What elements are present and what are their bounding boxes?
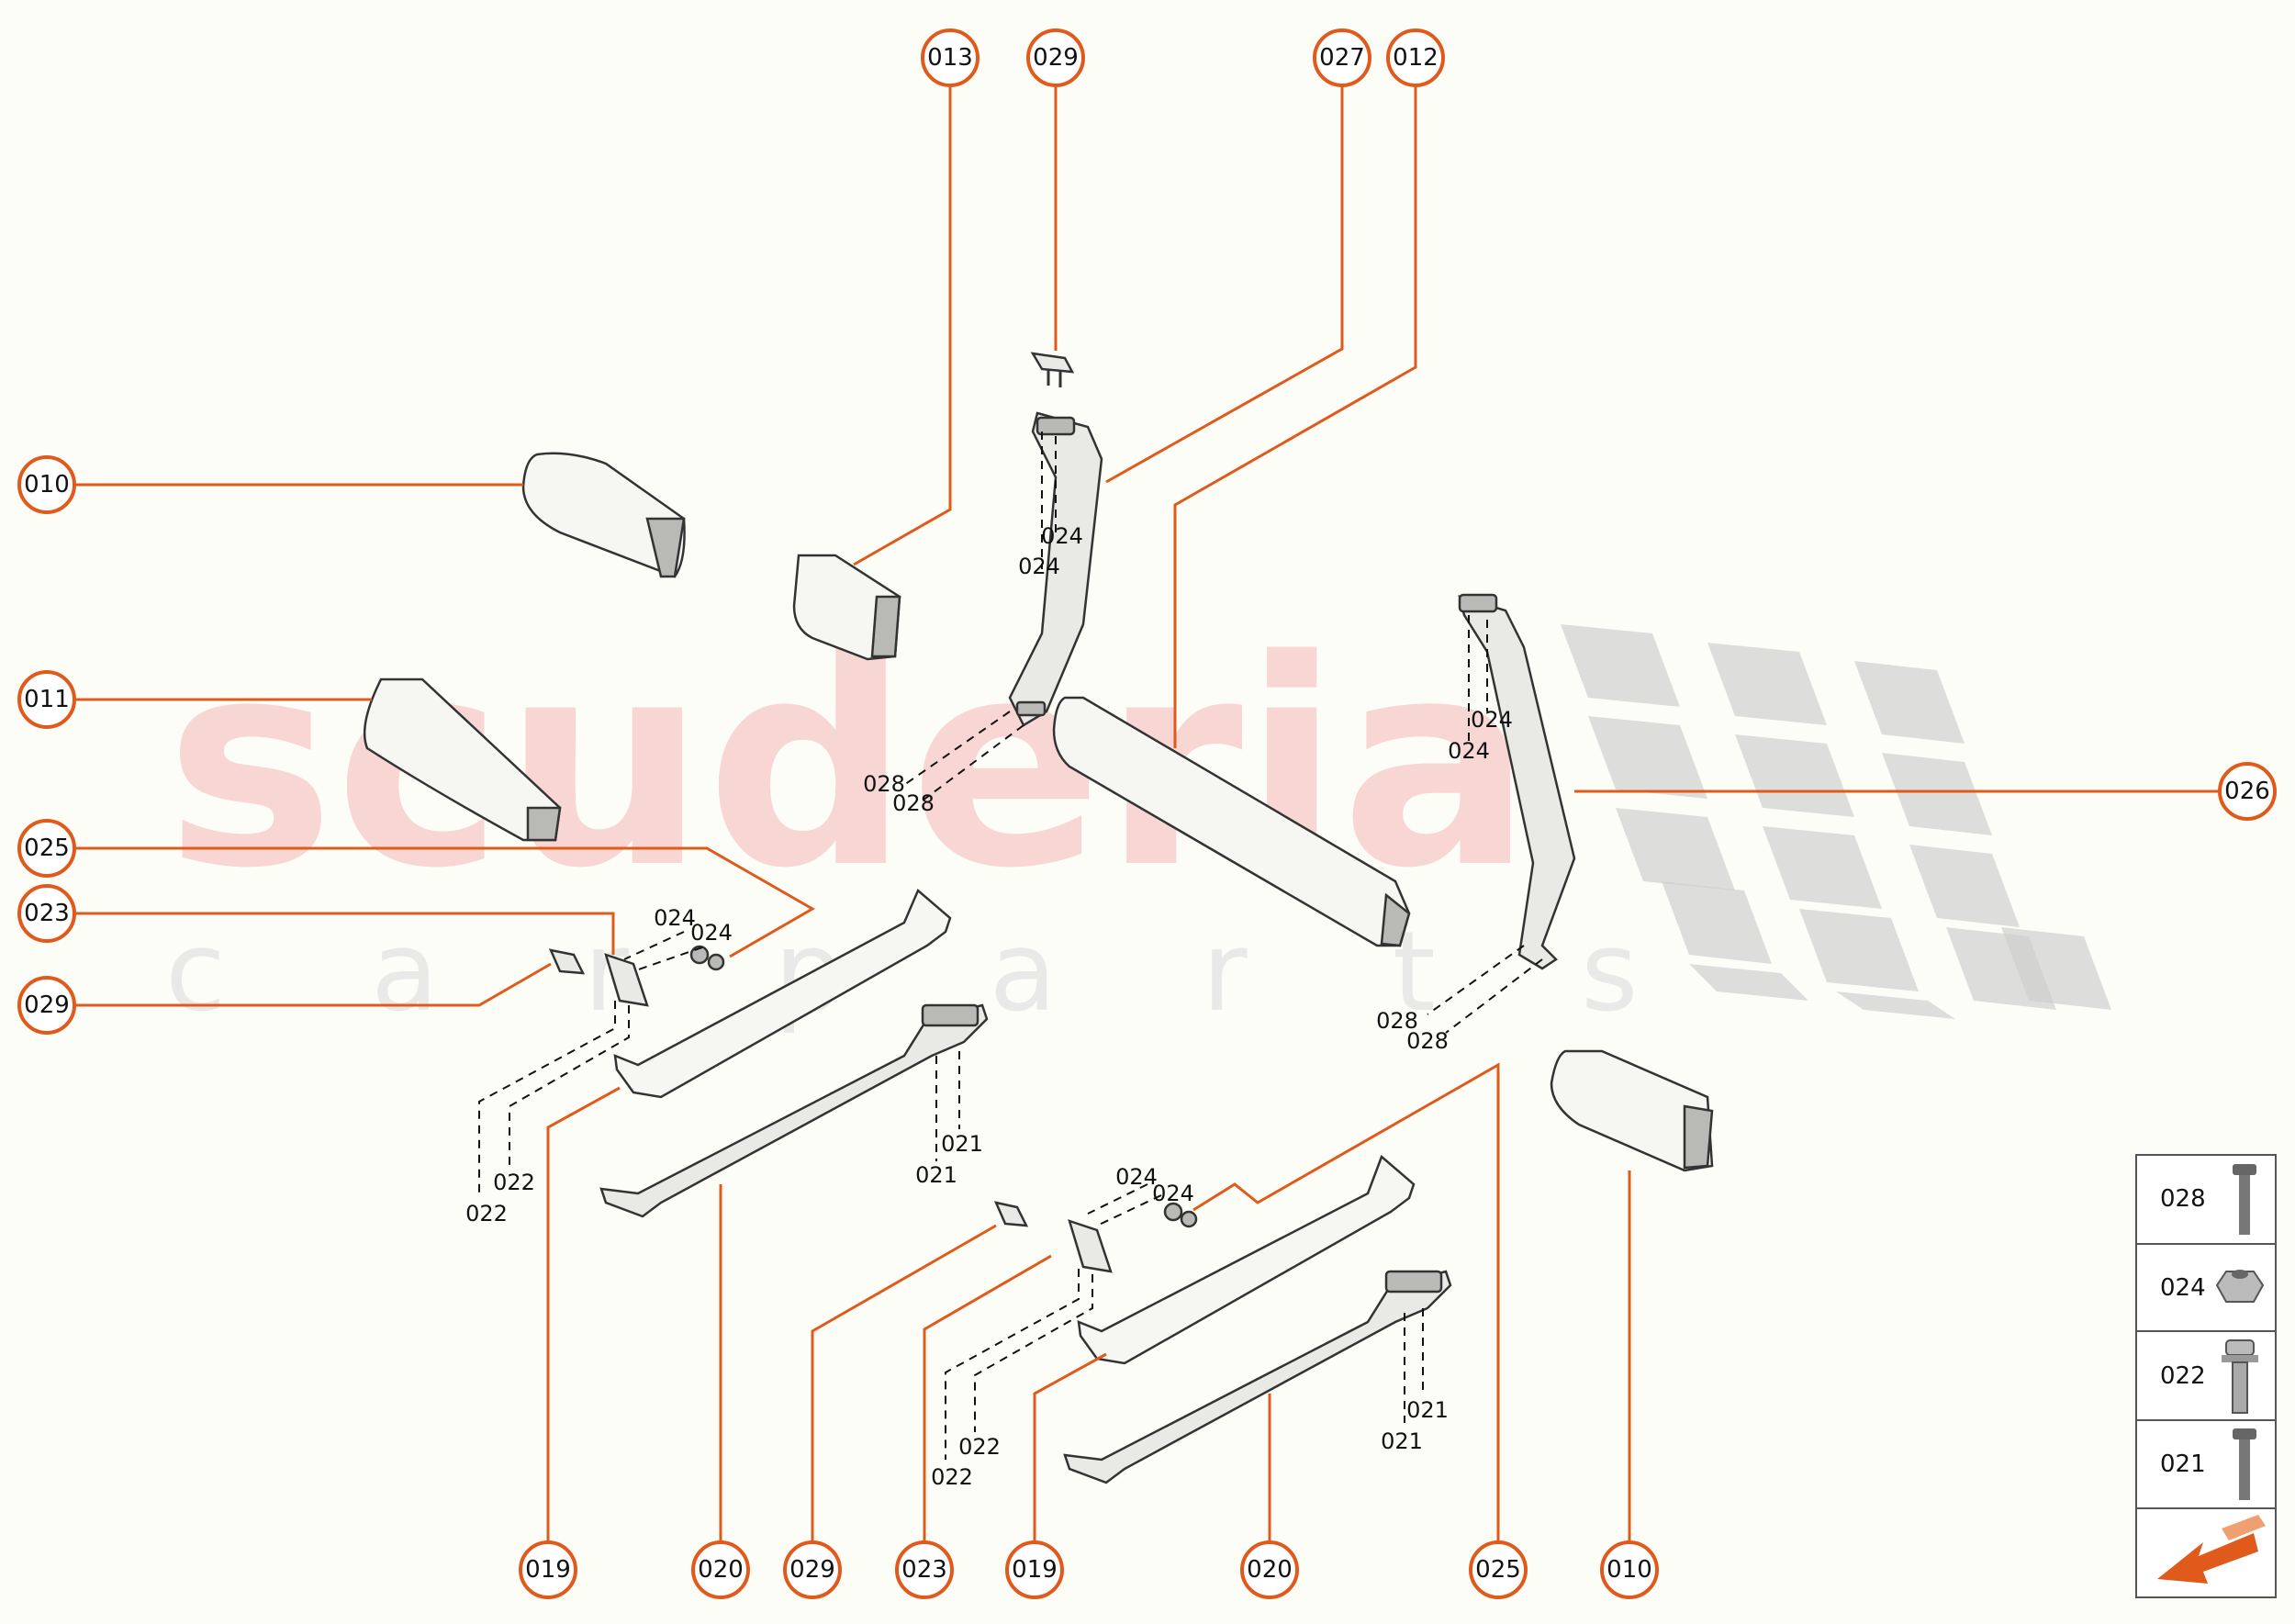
callout-013[interactable]: 013 — [921, 28, 980, 87]
callout-010[interactable]: 010 — [1600, 1540, 1659, 1599]
clip-029-right — [993, 1201, 1029, 1227]
callout-020[interactable]: 020 — [691, 1540, 750, 1599]
callout-020[interactable]: 020 — [1240, 1540, 1299, 1599]
label-024: 024 — [1448, 738, 1490, 764]
label-022: 022 — [493, 1170, 535, 1195]
legend-code: 021 — [2160, 1450, 2206, 1478]
callout-011[interactable]: 011 — [17, 670, 76, 729]
flange-nut-icon — [2215, 1270, 2265, 1303]
callout-019[interactable]: 019 — [1005, 1540, 1064, 1599]
callout-027[interactable]: 027 — [1313, 28, 1371, 87]
label-028: 028 — [1376, 1008, 1418, 1034]
svg-text:023: 023 — [24, 900, 70, 927]
label-022: 022 — [958, 1434, 1001, 1460]
flange-bolt-icon — [2222, 1339, 2258, 1414]
part-labels: 024 024 028 028 024 024 028 028 024 024 … — [465, 523, 1513, 1490]
svg-text:026: 026 — [2224, 778, 2270, 805]
svg-text:010: 010 — [24, 471, 70, 498]
callout-025[interactable]: 025 — [1469, 1540, 1528, 1599]
clip-029-top — [1030, 352, 1075, 387]
svg-text:020: 020 — [698, 1556, 744, 1584]
legend-code: 028 — [2160, 1185, 2206, 1213]
label-021: 021 — [1381, 1428, 1423, 1454]
label-028: 028 — [892, 790, 935, 816]
callout-029[interactable]: 029 — [17, 976, 76, 1035]
svg-text:023: 023 — [901, 1556, 947, 1584]
svg-text:020: 020 — [1247, 1556, 1293, 1584]
label-021: 021 — [915, 1162, 957, 1188]
legend-row-022: 022 — [2160, 1339, 2258, 1414]
label-022: 022 — [931, 1464, 973, 1490]
bolt-icon — [2233, 1428, 2256, 1500]
label-024: 024 — [654, 905, 696, 931]
callout-026[interactable]: 026 — [2218, 762, 2277, 821]
callout-010[interactable]: 010 — [17, 455, 76, 514]
callout-029[interactable]: 029 — [783, 1540, 842, 1599]
svg-text:029: 029 — [789, 1556, 835, 1584]
strap-020-right — [1063, 1270, 1452, 1484]
long-bolt-icon — [2233, 1164, 2256, 1235]
label-021: 021 — [1406, 1397, 1449, 1423]
svg-text:012: 012 — [1393, 44, 1439, 72]
label-024: 024 — [1152, 1181, 1194, 1206]
svg-text:019: 019 — [1012, 1556, 1058, 1584]
callout-025[interactable]: 025 — [17, 819, 76, 878]
label-024: 024 — [1018, 554, 1060, 579]
pad-011 — [363, 678, 562, 842]
svg-text:011: 011 — [24, 686, 70, 713]
strap-020-left — [599, 1003, 989, 1218]
label-024: 024 — [1041, 523, 1083, 549]
strap-019-right — [1077, 1154, 1416, 1365]
label-021: 021 — [941, 1131, 983, 1157]
pad-013 — [792, 554, 901, 661]
pad-012 — [1052, 696, 1411, 947]
pad-010-right — [1550, 1049, 1714, 1172]
svg-text:029: 029 — [24, 991, 70, 1019]
svg-text:019: 019 — [525, 1556, 571, 1584]
clip-029-left — [548, 948, 586, 975]
callout-023[interactable]: 023 — [17, 884, 76, 943]
clip-023-left — [604, 945, 725, 1007]
forward-arrow-icon — [2157, 1515, 2266, 1584]
dashed-lines — [478, 431, 1543, 1460]
label-024: 024 — [690, 920, 733, 946]
clip-023-right — [1068, 1202, 1198, 1273]
label-028: 028 — [1406, 1028, 1449, 1054]
svg-text:025: 025 — [1475, 1556, 1521, 1584]
legend-row-024: 024 — [2160, 1270, 2265, 1303]
svg-text:027: 027 — [1319, 44, 1365, 72]
label-024: 024 — [1471, 707, 1513, 733]
svg-text:013: 013 — [927, 44, 973, 72]
strap-019-left — [613, 888, 952, 1099]
svg-text:010: 010 — [1606, 1556, 1652, 1584]
callout-012[interactable]: 012 — [1386, 28, 1445, 87]
svg-text:029: 029 — [1033, 44, 1079, 72]
legend-code: 022 — [2160, 1362, 2206, 1390]
legend-row-021: 021 — [2160, 1428, 2256, 1500]
callout-019[interactable]: 019 — [519, 1540, 577, 1599]
watermark-checker — [1561, 624, 2111, 1019]
leader-lines — [66, 83, 2222, 1545]
legend-code: 024 — [2160, 1274, 2206, 1302]
label-022: 022 — [465, 1201, 508, 1226]
pad-010-left — [521, 452, 686, 578]
legend-row-028: 028 — [2160, 1164, 2256, 1235]
label-024: 024 — [1115, 1164, 1158, 1190]
callout-029[interactable]: 029 — [1026, 28, 1085, 87]
label-028: 028 — [863, 771, 905, 797]
bracket-026 — [1458, 593, 1576, 970]
fastener-legend: 028 024 022 021 — [2135, 1154, 2277, 1598]
callout-023[interactable]: 023 — [895, 1540, 954, 1599]
svg-text:025: 025 — [24, 834, 70, 862]
